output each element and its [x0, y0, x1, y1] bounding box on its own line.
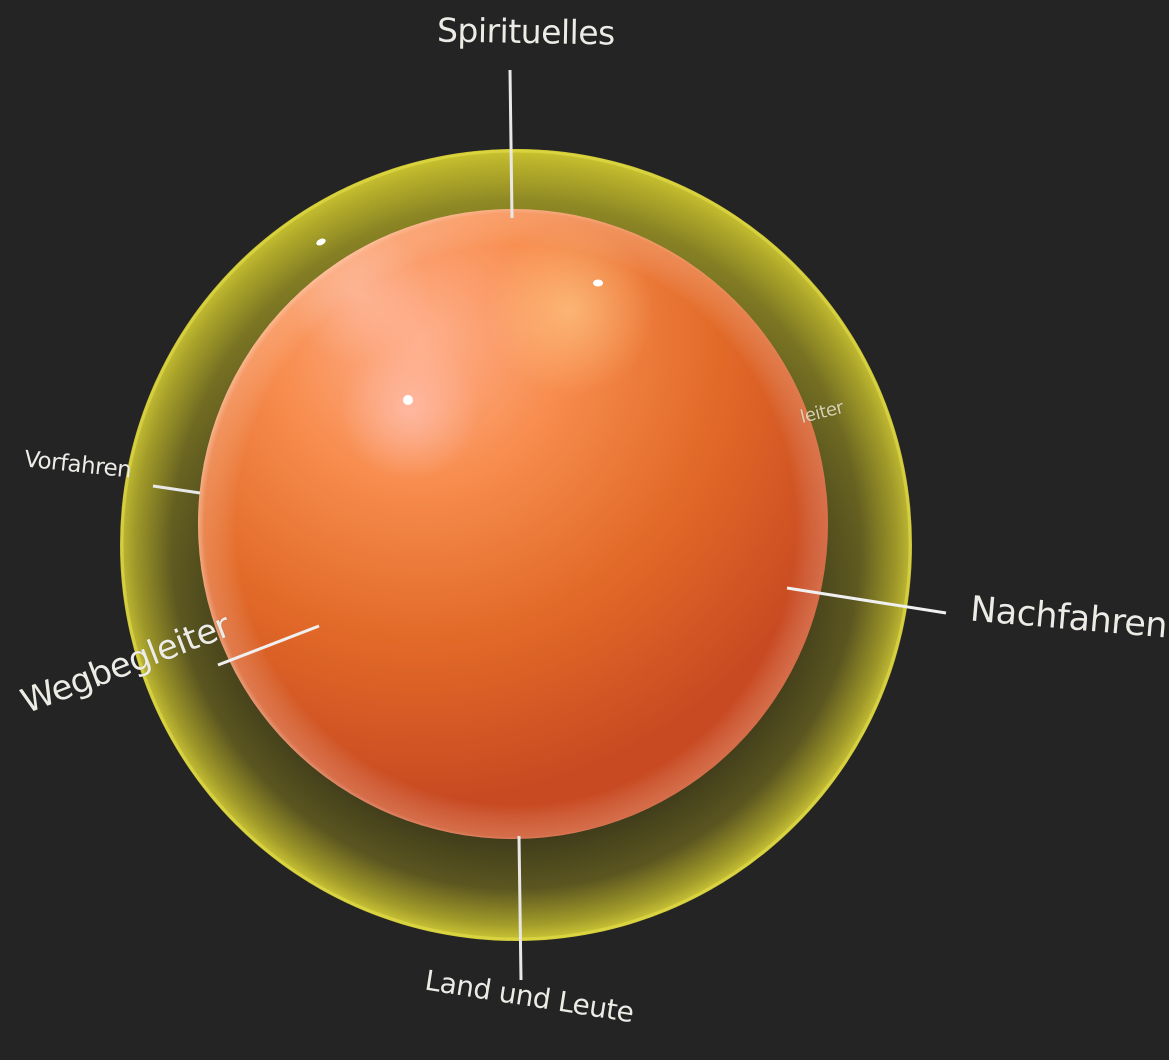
connector-land-und-leute: [517, 835, 523, 981]
inner-sphere-rim: [198, 209, 828, 839]
connector-vorfahren: [152, 484, 201, 495]
outer-shell-rim: [120, 149, 912, 941]
connector-nachfahren: [786, 586, 947, 615]
label-spirituelles: Spirituelles: [436, 10, 616, 53]
specular-dot: [403, 395, 413, 405]
connector-spirituelles: [508, 69, 514, 219]
specular-dot: [593, 279, 603, 287]
specular-dot: [316, 238, 326, 246]
connector-wegbegleiter: [217, 624, 320, 667]
